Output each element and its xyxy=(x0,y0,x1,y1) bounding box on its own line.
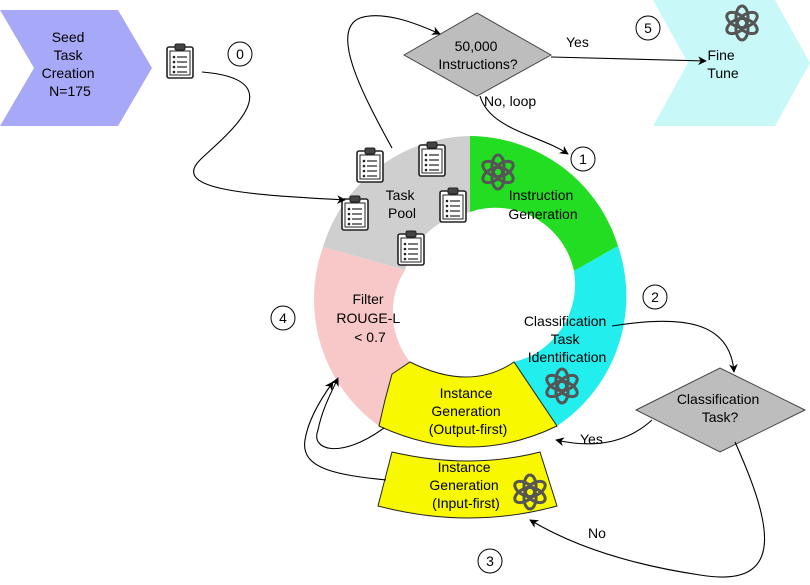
seed-task-creation-node: Seed Task Creation N=175 xyxy=(0,10,152,126)
svg-text:1: 1 xyxy=(579,151,587,167)
instance-input-first-node: Instance Generation (Input-first) xyxy=(377,451,558,519)
svg-text:0: 0 xyxy=(236,46,244,62)
filter-label: Filter ROUGE-L < 0.7 xyxy=(336,291,403,345)
instance-output-first-segment xyxy=(378,361,558,448)
instruction-generation-segment xyxy=(470,136,618,271)
task-pool-label: Task Pool xyxy=(386,187,419,221)
instruction-generation-label: Instruction Generation xyxy=(508,187,577,222)
edge-pool-to-decision xyxy=(347,15,441,149)
step-marker-1: 1 xyxy=(570,146,596,172)
pool-clipboard-icon-1 xyxy=(356,147,384,183)
svg-text:5: 5 xyxy=(644,20,652,36)
step-marker-5: 5 xyxy=(635,15,661,41)
edge-input-first-to-filter xyxy=(304,381,387,481)
classification-decision-label: Classification Task? xyxy=(677,391,763,425)
no-loop-label: No, loop xyxy=(484,93,536,109)
svg-text:4: 4 xyxy=(279,310,287,326)
edge-output-first-to-filter xyxy=(316,377,385,450)
fine-tune-label: Fine Tune xyxy=(707,47,739,81)
instance-input-first-label: Instance Generation (Input-first) xyxy=(429,459,502,511)
no-label-classification: No xyxy=(588,525,606,541)
yes-label-instructions: Yes xyxy=(566,34,589,50)
svg-text:3: 3 xyxy=(486,553,494,569)
classification-identification-segment xyxy=(514,246,627,426)
classification-decision-node: Classification Task? xyxy=(634,367,807,453)
seed-clipboard-icon xyxy=(166,43,194,79)
fine-tune-node: Fine Tune xyxy=(653,0,810,126)
classification-identification-label: Classification Task Identification xyxy=(524,313,610,365)
pool-clipboard-icon-5 xyxy=(397,230,425,266)
pool-clipboard-icon-3 xyxy=(341,195,369,231)
edge-seed-to-pool xyxy=(193,71,346,204)
svg-text:2: 2 xyxy=(651,289,659,305)
edge-decision-to-instruction-gen xyxy=(479,95,569,155)
instructions-decision-label: 50,000 Instructions? xyxy=(438,38,518,72)
yes-label-classification: Yes xyxy=(580,431,603,447)
step-marker-2: 2 xyxy=(642,284,668,310)
pool-clipboard-icon-4 xyxy=(439,187,467,223)
edge-decision-yes-to-output-first xyxy=(555,419,653,447)
seed-label: Seed Task Creation N=175 xyxy=(42,29,99,99)
instructions-decision-node: 50,000 Instructions? xyxy=(402,12,553,97)
edge-decision-to-finetune xyxy=(550,56,707,66)
pool-clipboard-icon-2 xyxy=(418,141,446,177)
edge-cls-to-decision xyxy=(611,320,738,373)
step-marker-4: 4 xyxy=(270,305,296,331)
edge-decision-no-to-input-first xyxy=(529,441,765,578)
step-marker-0: 0 xyxy=(227,41,253,67)
instance-output-first-label: Instance Generation (Output-first) xyxy=(429,385,508,437)
step-marker-3: 3 xyxy=(477,548,503,574)
